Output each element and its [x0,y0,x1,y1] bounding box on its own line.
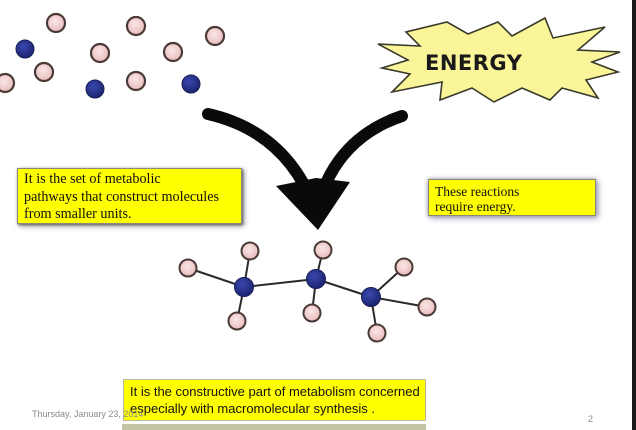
small-atom [45,12,67,34]
definition-line: It is the constructive part of metabolis… [130,384,420,399]
small-atom [162,41,184,63]
small-atom [125,70,147,92]
energy-label: ENERGY [425,51,523,75]
definition-line: especially with macromolecular synthesis… [130,401,375,416]
large-atom [306,269,326,289]
assembled-molecule [178,240,437,343]
small-atom [227,311,247,331]
large-atom [85,79,105,99]
small-atom [394,257,414,277]
small-atom [0,72,16,94]
callout-energy-requirement: These reactions require energy. [428,179,596,216]
large-atom [361,287,381,307]
definition-shadow [122,424,426,430]
small-atom [367,323,387,343]
energy-burst: ENERGY [377,16,621,103]
small-atom [240,241,260,261]
small-atom [313,240,333,260]
large-atom [181,74,201,94]
free-atoms [0,12,226,99]
small-atom [33,61,55,83]
small-atom [302,303,322,323]
small-atom [89,42,111,64]
small-atom [125,15,147,37]
callout-line: It is the set of metabolic [24,171,161,187]
definition-box: It is the constructive part of metabolis… [123,379,426,421]
small-atom [178,258,198,278]
small-atom [417,297,437,317]
small-atom [204,25,226,47]
footer-page-number: 2 [588,414,594,424]
window-edge [632,0,636,430]
callout-anabolism-definition: It is the set of metabolic pathways that… [17,168,242,224]
footer-date: Thursday, January 23, 2014 [32,409,144,419]
large-atom [234,277,254,297]
callout-line: require energy. [435,199,516,214]
converging-arrow [202,108,408,230]
starburst-shape [377,16,621,103]
bond [243,278,317,288]
large-atom [15,39,35,59]
arrow-head-icon [276,178,350,230]
callout-line: pathways that construct molecules [24,188,220,205]
callout-line: from smaller units. [24,206,132,222]
callout-line: These reactions [435,184,520,199]
